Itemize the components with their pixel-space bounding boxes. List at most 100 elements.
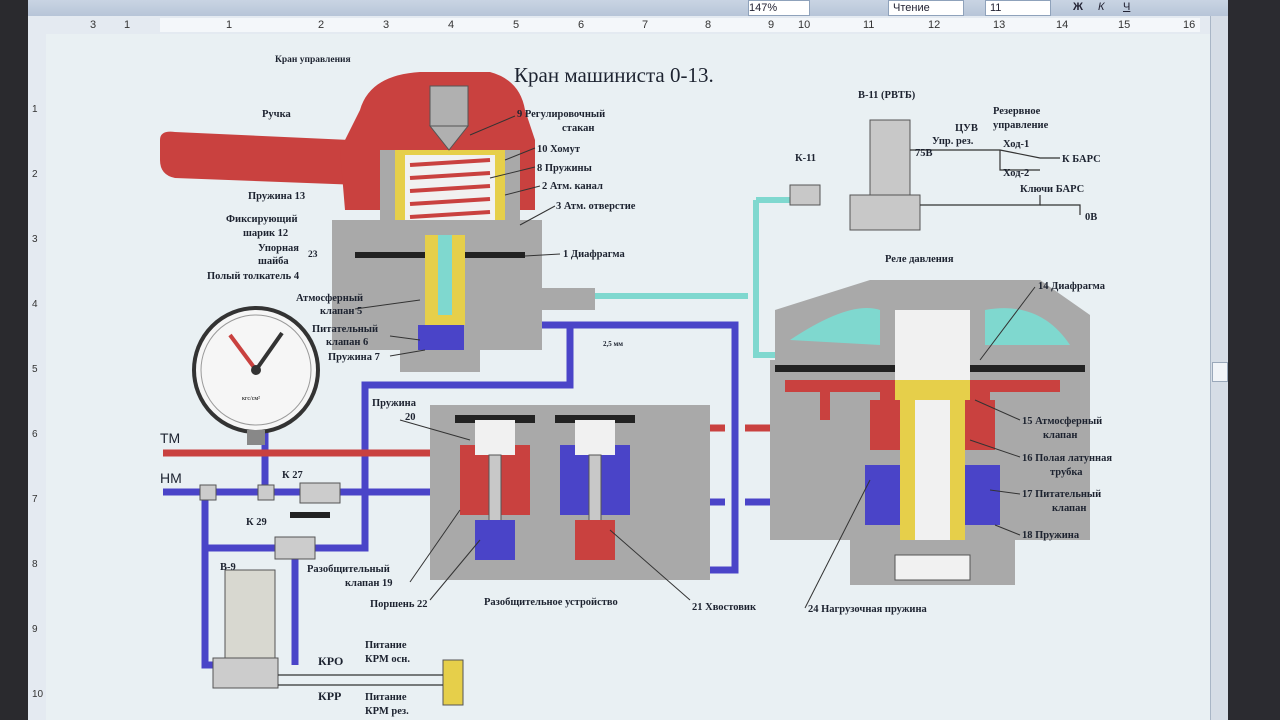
label-tube-16: 16 Полая латунная: [1022, 453, 1112, 464]
label-tsuv: ЦУВ: [955, 123, 978, 134]
label-sep-valve-19-2: клапан 19: [345, 578, 393, 589]
separator-diaphragm-right: [555, 415, 635, 423]
ruler-number: 3: [32, 234, 38, 245]
valve-stem-left: [488, 454, 502, 526]
label-glass-9-2: стакан: [562, 123, 594, 134]
tee-2: [257, 484, 275, 501]
label-v9: В-9: [220, 562, 236, 573]
k27-valve: [299, 482, 341, 504]
label-spring-20: Пружина: [372, 398, 417, 409]
ruler-number: 4: [32, 299, 38, 310]
zoom-box[interactable]: 147%: [748, 0, 810, 16]
gauge-unit: кгс/см²: [242, 396, 260, 402]
valve-side-port: [520, 288, 595, 310]
label-diaphragm-1: 1 Диафрагма: [563, 249, 625, 260]
label-v11: В-11 (РВТБ): [858, 90, 916, 101]
ruler-text-area: [160, 18, 1200, 32]
label-separator-device: Разобщительное устройство: [484, 597, 618, 608]
blue-pipe: [201, 492, 215, 669]
spring-20-chamber: [475, 420, 515, 455]
relay-cyan-left: [790, 308, 880, 345]
relay-plug: [894, 554, 971, 581]
pressure-gauge: кгс/см²: [192, 306, 320, 445]
label-tube-16-2: трубка: [1050, 467, 1083, 478]
shank-21-chamber: [575, 520, 615, 560]
label-k-bars: К БАРС: [1062, 154, 1101, 165]
label-handle: Ручка: [262, 109, 291, 120]
italic-button[interactable]: К: [1098, 1, 1105, 13]
ruler-number: 8: [32, 559, 38, 570]
blue-pipe: [205, 492, 369, 552]
ruler-number: 9: [768, 19, 775, 31]
gauge-needle-red: [228, 333, 258, 372]
label-ball-12: Фиксирующий: [226, 214, 298, 225]
label-0v: 0В: [1085, 212, 1097, 223]
label-atm-hole-3: 3 Атм. отверстие: [556, 201, 636, 212]
pressure-relay: [770, 280, 1090, 585]
ruler-number: 12: [928, 19, 941, 31]
label-upr-rez: Упр. рез.: [932, 136, 974, 147]
label-dia-14: 14 Диафрагма: [1038, 281, 1106, 292]
adjusting-screw: [429, 85, 469, 127]
ruler-number: 10: [32, 689, 44, 700]
label-23: 23: [308, 250, 318, 260]
screen-edge: [1228, 0, 1280, 720]
ruler-number: 13: [993, 19, 1006, 31]
label-pusher-4: Полый толкатель 4: [207, 271, 300, 282]
v9-cylinder: [224, 569, 276, 661]
separator-device: [430, 405, 710, 580]
label-keys-bars: Ключи БАРС: [1020, 184, 1084, 195]
ruler-number: 9: [32, 624, 38, 635]
ruler-number: 1: [124, 19, 131, 31]
ruler-number: 16: [1183, 19, 1196, 31]
label-glass-9: 9 Регулировочный: [517, 109, 605, 120]
v11-coil: [869, 119, 911, 201]
label-2-5mm: 2,5 мм: [603, 340, 623, 348]
label-reserve: Резервное: [993, 106, 1041, 117]
label-feed-17-2: клапан: [1052, 503, 1086, 514]
k11-valve: [789, 184, 821, 206]
label-krm-res: Питание: [365, 692, 407, 703]
tee-1: [199, 484, 217, 501]
label-springs-8: 8 Пружины: [537, 163, 592, 174]
krm-switch: [442, 659, 464, 706]
control-valve: [160, 72, 595, 372]
gauge-scale: [200, 314, 312, 426]
label-sep-valve-19: Разобщительный: [307, 564, 390, 575]
label-spring-18: 18 Пружина: [1022, 530, 1080, 541]
ruler-number: 5: [513, 19, 520, 31]
ruler-number: 14: [1056, 19, 1069, 31]
label-krm-main-2: КРМ осн.: [365, 654, 410, 665]
separator-diaphragm-left: [455, 415, 535, 423]
spring-right-chamber: [575, 420, 615, 455]
v9-base: [212, 657, 279, 689]
ruler-number: 1: [226, 19, 233, 31]
label-75v: 75В: [915, 148, 933, 159]
ruler-number: 6: [578, 19, 585, 31]
v11-body: [849, 194, 921, 231]
label-spring-20-2: 20: [405, 412, 416, 423]
label-reserve-2: управление: [993, 120, 1049, 131]
label-krr: КРР: [318, 689, 341, 703]
label-washer: Упорная: [258, 243, 299, 254]
gauge-hub: [251, 365, 261, 375]
label-pressure-relay: Реле давления: [885, 254, 954, 265]
valves: [199, 482, 464, 706]
style-box[interactable]: Чтение: [888, 0, 964, 16]
bold-button[interactable]: Ж: [1073, 1, 1083, 13]
scrollbar-thumb[interactable]: [1212, 362, 1228, 382]
ruler-number: 4: [448, 19, 455, 31]
label-shank-21: 21 Хвостовик: [692, 602, 757, 613]
font-size-box[interactable]: 11: [985, 0, 1051, 16]
underline-button[interactable]: Ч: [1123, 1, 1131, 13]
label-hod-1: Ход-1: [1003, 139, 1029, 150]
k29-handle: [290, 512, 330, 518]
k29-valve: [274, 536, 316, 560]
ruler-number: 1: [32, 104, 38, 115]
label-atm-channel-2: 2 Атм. канал: [542, 181, 603, 192]
label-load-spring-24: 24 Нагрузочная пружина: [808, 604, 928, 615]
label-atm-5: Атмосферный: [296, 293, 363, 304]
ruler-number: 2: [318, 19, 325, 31]
electro-valve-v11: [789, 119, 1081, 231]
